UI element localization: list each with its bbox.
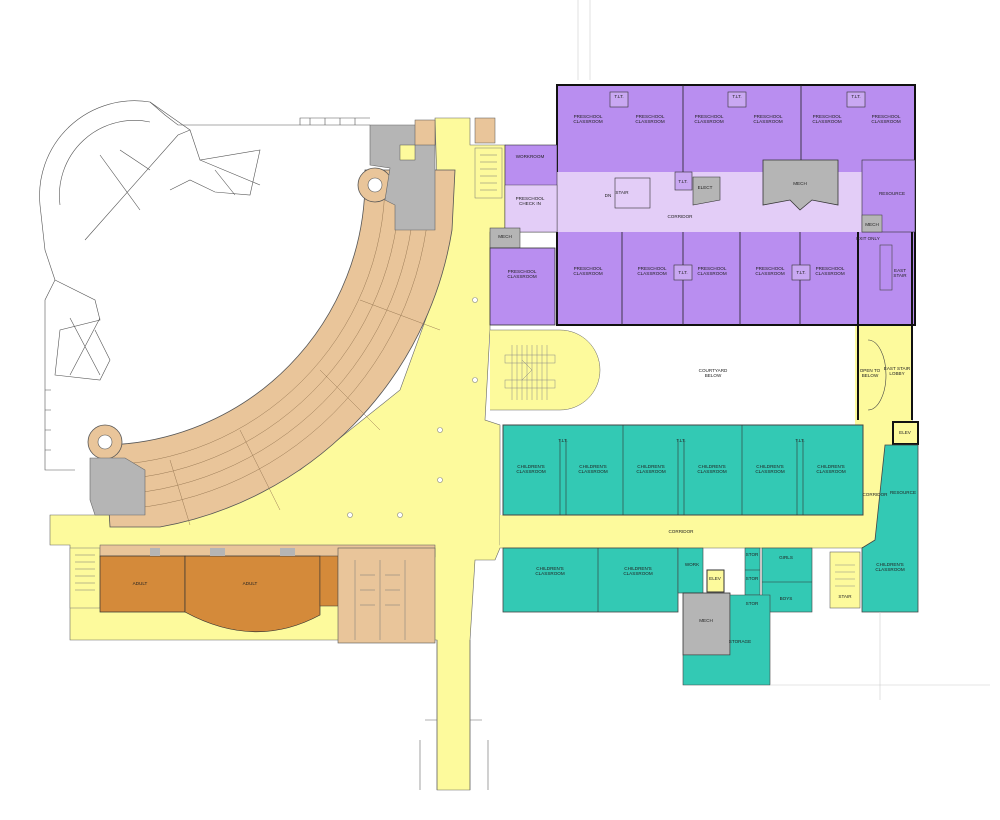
mech-label: MECH [793, 181, 807, 186]
toilet-label: T.LT. [796, 270, 805, 275]
toilet-label: T.LT. [851, 94, 860, 99]
grand-stair [490, 329, 601, 411]
childrens-elevator [706, 569, 725, 593]
stair-label: STAIR [615, 190, 629, 195]
stor-label: STOR [746, 576, 759, 581]
west-building-outline [39, 100, 370, 471]
service-core-south [89, 457, 146, 516]
east-elevator [892, 421, 919, 445]
site-lines [577, 0, 990, 700]
toilet-label: T.LT. [795, 438, 804, 443]
storage-room [682, 594, 771, 686]
stair-label: STAIR [838, 594, 852, 599]
west-stair [69, 547, 101, 609]
service-core-north [369, 124, 436, 231]
resource-label: RESOURCE [890, 490, 916, 495]
boys-label: BOYS [780, 596, 793, 601]
toilet-label: T.LT. [614, 94, 623, 99]
elev-label: ELEV [899, 430, 912, 435]
toilet-label: T.LT. [676, 438, 685, 443]
adult-wing: ADULT ADULT [99, 544, 436, 644]
corridor-label: CORRIDOR [862, 492, 888, 497]
toilet-label: T.LT. [678, 179, 687, 184]
storage-label: STORAGE [729, 639, 751, 644]
toilet-label: T.LT. [732, 94, 741, 99]
mech-label: MECH [498, 234, 512, 239]
mech-label: MECH [865, 222, 879, 227]
south-spine [419, 640, 489, 790]
restrooms [337, 547, 436, 644]
toilet-label: T.LT. [678, 270, 687, 275]
elect-label: ELECT [698, 185, 713, 190]
toilet-label: T.LT. [558, 438, 567, 443]
corridor-label: CORRIDOR [668, 529, 694, 534]
auditorium [87, 117, 496, 528]
corridor-label: CORRIDOR [667, 214, 693, 219]
childrens-resource [861, 444, 919, 613]
teal-corridor [500, 515, 865, 547]
girls-label: GIRLS [779, 555, 793, 560]
stor-label: STOR [746, 552, 759, 557]
mech-label: MECH [699, 618, 713, 623]
workroom-label: WORKROOM [516, 154, 545, 159]
resource-label: RESOURCE [879, 191, 905, 196]
elev-label: ELEV [709, 576, 722, 581]
dn-label: DN [605, 193, 612, 198]
room-label-adult-1: ADULT [133, 581, 148, 586]
lobby-columns [347, 297, 478, 518]
stor-label: STOR [746, 601, 759, 606]
preschool-elect-room [692, 176, 721, 206]
work-label: WORK [685, 562, 700, 567]
preschool-mech-room [762, 159, 839, 211]
adult-room-2 [184, 555, 321, 633]
exit-only-label: EXIT ONLY [856, 236, 880, 241]
north-stair [474, 147, 503, 199]
childrens-mech-room [682, 592, 731, 656]
room-label-adult-2: ADULT [243, 581, 258, 586]
